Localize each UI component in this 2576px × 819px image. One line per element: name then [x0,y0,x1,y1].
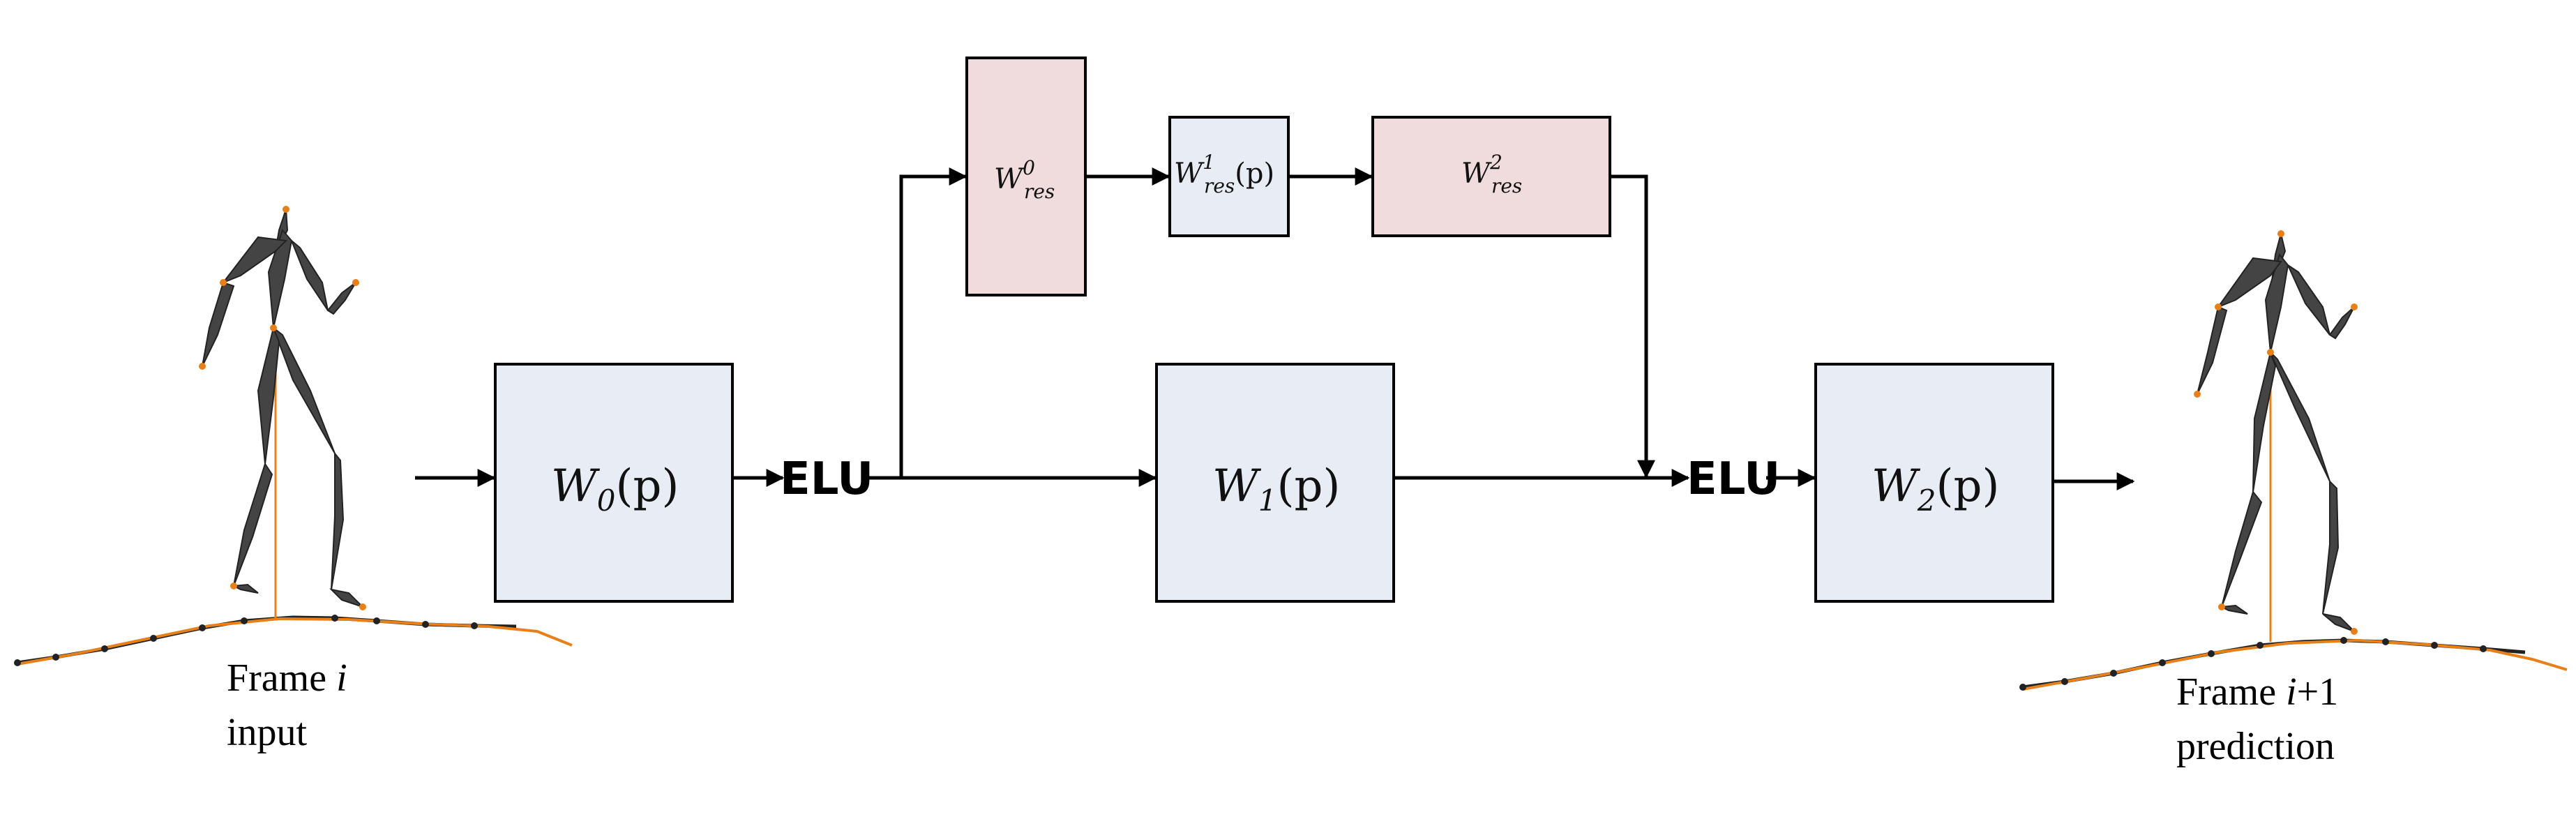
svg-text:W0(p): W0(p) [551,460,679,518]
output-trajectory-forward [2022,638,2568,691]
block-w1: W1(p) [1155,363,1395,603]
output-skeleton-figure [2019,230,2568,691]
arrow-branch-to-res0 [899,167,967,478]
output-caption-line2: prediction [2176,725,2335,768]
input-caption-line1: Frame i [227,656,347,700]
block-w2: W2(p) [1814,363,2054,603]
block-w0: W0(p) [494,363,734,603]
input-caption-line2: input [227,711,308,754]
arrow-res2-to-merge [1610,174,1655,479]
elu-label-second: ELU [1687,453,1780,505]
svg-text:W1(p): W1(p) [1212,460,1340,518]
elu-label-first: ELU [780,453,873,505]
input-trajectory-forward [17,617,573,666]
output-caption-line1: Frame i+1 [2176,670,2338,714]
input-skeleton-figure [14,206,573,666]
svg-text:W2(p): W2(p) [1871,460,1999,518]
